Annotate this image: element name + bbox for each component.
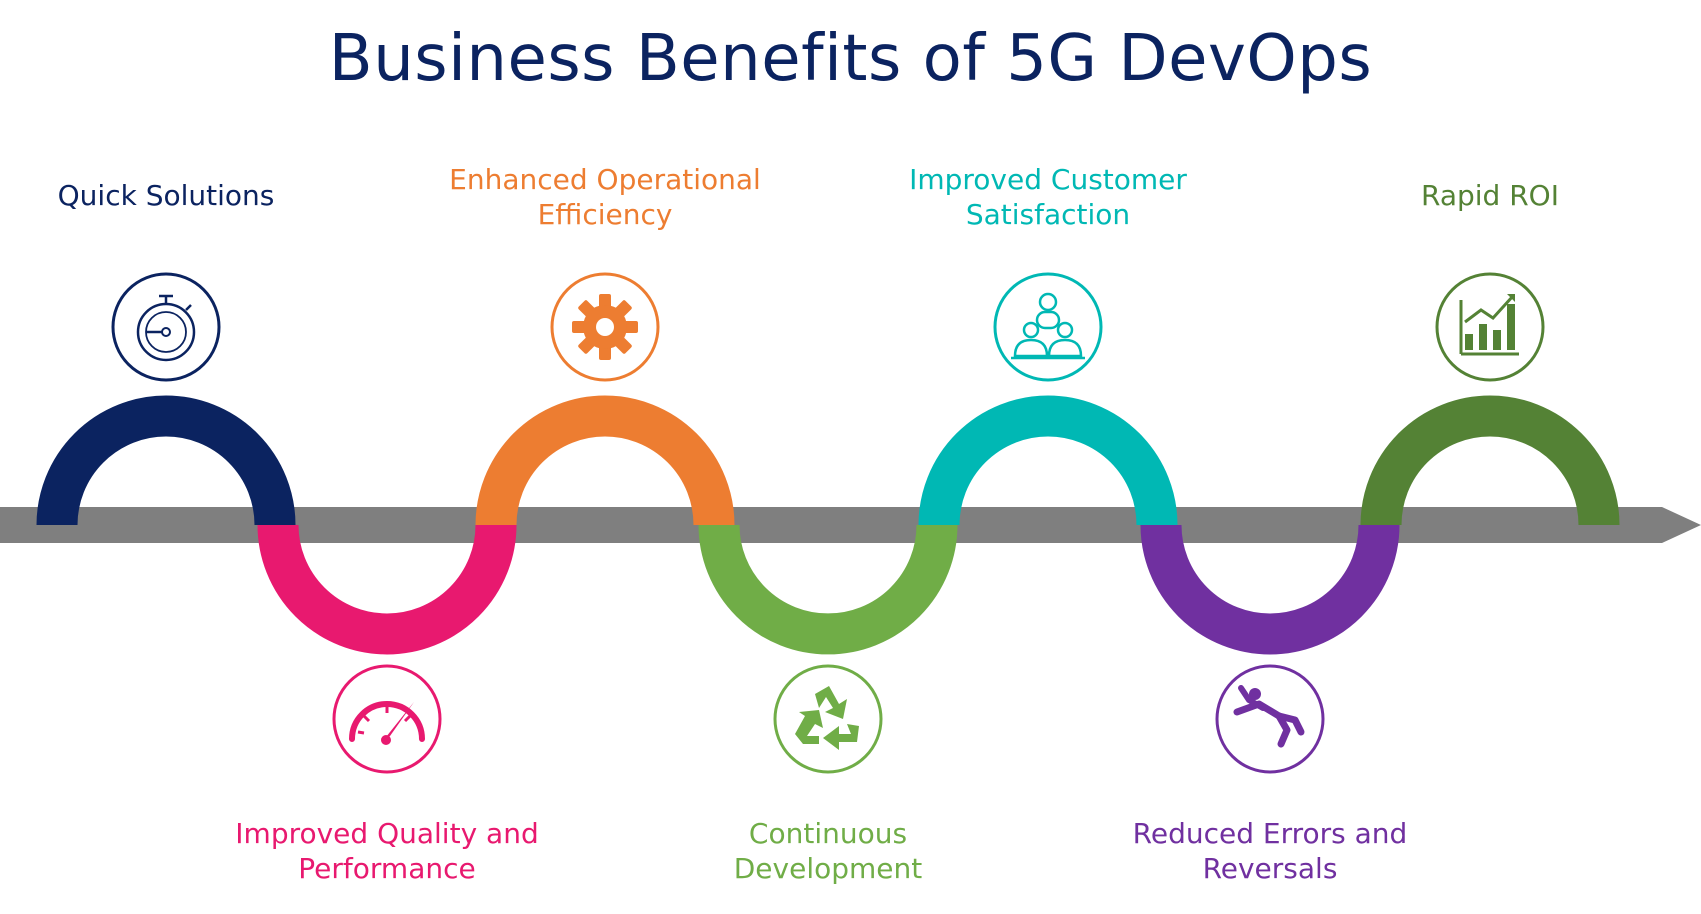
benefit-icon-badge [1215,664,1325,774]
benefit-icon-badge [1435,272,1545,382]
benefit-icon-badge [332,664,442,774]
benefit-icon-badge [550,272,660,382]
falling-person-icon [1215,664,1325,774]
speedometer-icon [332,664,442,774]
wave-arc-7 [1360,395,1620,526]
benefit-icon-badge [773,664,883,774]
wave-arc-4 [698,524,958,655]
people-icon [993,272,1103,382]
benefit-label: Rapid ROI [1421,179,1559,212]
gear-icon [550,272,660,382]
benefit-label: Quick Solutions [57,179,275,212]
benefit-label: Reduced Errors and Reversals [1132,817,1408,885]
bar-chart-icon [1435,272,1545,382]
benefit-label: Continuous Development [733,817,923,885]
wave-arc-3 [475,395,735,526]
wave-arc-2 [257,524,517,655]
benefit-label: Improved Quality and Performance [235,817,539,885]
benefit-label: Enhanced Operational Efficiency [449,163,761,231]
wave-arc-6 [1140,524,1400,655]
recycle-icon [773,664,883,774]
timeline-arrow [0,507,1701,543]
page-title: Business Benefits of 5G DevOps [328,22,1373,96]
benefit-label: Improved Customer Satisfaction [909,163,1187,231]
benefit-icon-badge [111,272,221,382]
wave-arc-5 [918,395,1178,526]
stopwatch-icon [111,272,221,382]
wave-arc-1 [36,395,296,526]
benefit-icon-badge [993,272,1103,382]
